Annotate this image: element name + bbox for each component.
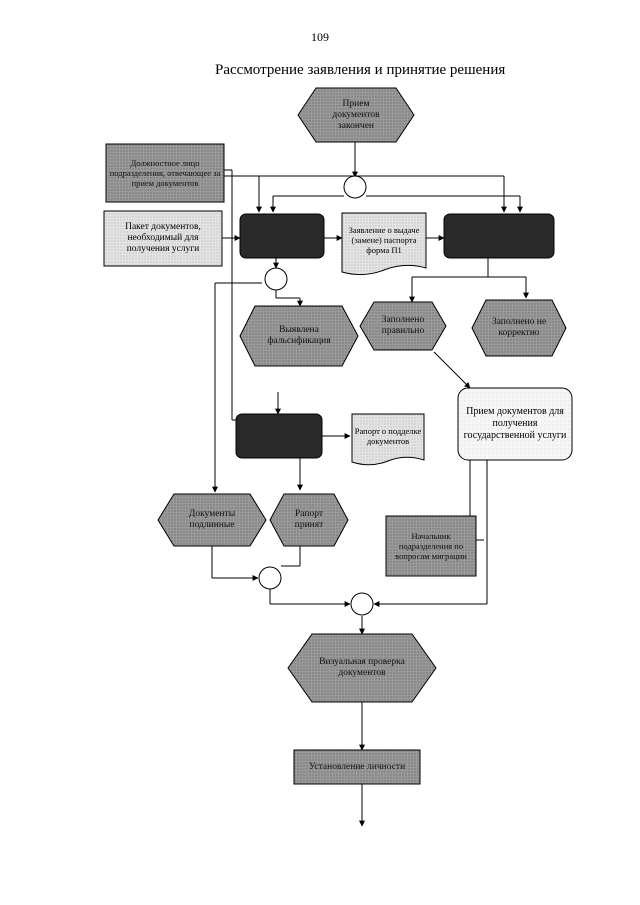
official-role-shape xyxy=(105,143,225,203)
gate-top-shape xyxy=(343,175,367,199)
docs-genuine-label: Документы подлинные xyxy=(188,509,236,530)
filled-incorrect-label: Заполнено не корректно xyxy=(491,317,547,338)
report-accepted-label: Рапорт принят xyxy=(294,509,324,530)
page-number: 109 xyxy=(311,30,329,44)
application-form-shape xyxy=(341,212,427,276)
visual-check-label: Визуальная проверка документов xyxy=(319,657,405,678)
filled-correct-label: Заполнено правильно xyxy=(381,315,425,336)
docs-genuine-shape xyxy=(157,493,267,547)
event-start-shape xyxy=(297,87,415,143)
reception-label: Прием документов для получения государст… xyxy=(463,406,567,441)
identity-label: Установление личности xyxy=(308,761,406,772)
filled-correct-shape xyxy=(359,301,447,351)
visual-check-shape xyxy=(287,633,437,703)
forgery-label: Выявлена фальсификация xyxy=(267,325,331,346)
connectors xyxy=(205,140,529,827)
report-task-label xyxy=(238,416,320,456)
package-label: Пакет документов, необходимый для получе… xyxy=(125,222,201,254)
reception-shape xyxy=(457,387,573,461)
check-left-shape xyxy=(239,213,325,259)
gate-bottom-right-shape xyxy=(350,592,374,616)
event-start-label: Прием документов закончен xyxy=(332,98,380,131)
check-left-label xyxy=(242,216,322,256)
forgery-report-shape xyxy=(351,413,425,466)
application-form-label: Заявление о выдаче (замене) паспорта фор… xyxy=(348,225,420,255)
forgery-report-label: Рапорт о подделке документов xyxy=(354,426,422,446)
gate-left-shape xyxy=(264,267,288,291)
diagram-title: Рассмотрение заявления и принятие решени… xyxy=(215,62,506,78)
check-right-label xyxy=(446,216,552,256)
migration-head-label: Начальник подразделения по вопросам мигр… xyxy=(395,531,467,561)
report-task-shape xyxy=(235,413,323,459)
gate-bottom-left-shape xyxy=(258,566,282,590)
report-accepted-shape xyxy=(269,493,349,547)
check-right-shape xyxy=(443,213,555,259)
package-shape xyxy=(103,210,223,267)
official-role-label: Должностное лицо подразделения, отвечающ… xyxy=(109,158,221,188)
forgery-shape xyxy=(239,305,359,367)
migration-head-shape xyxy=(385,515,477,577)
filled-incorrect-shape xyxy=(471,299,567,357)
identity-shape xyxy=(293,749,421,785)
shapes xyxy=(103,87,573,785)
